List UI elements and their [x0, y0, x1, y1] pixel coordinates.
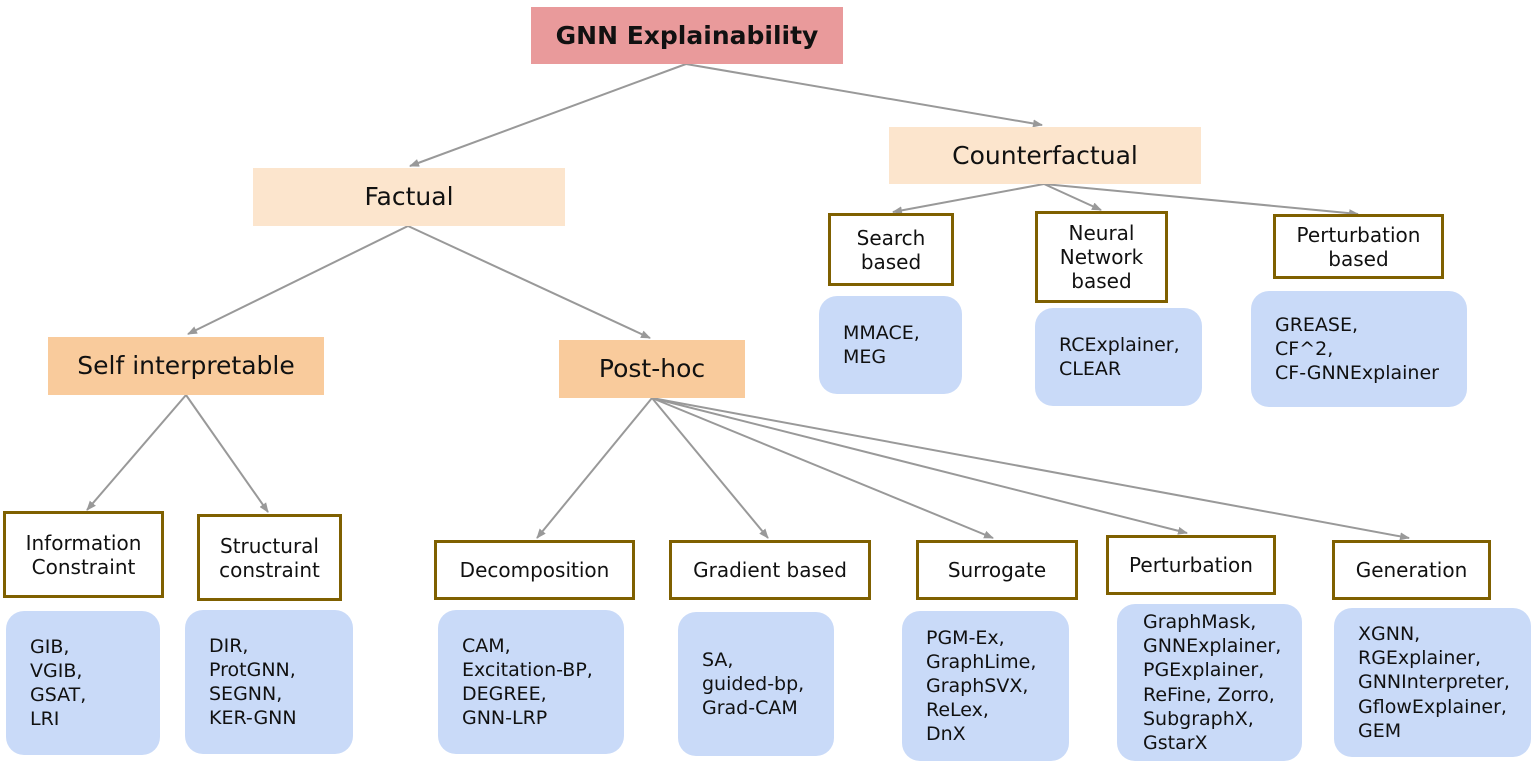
edge-posthoc-perturbation [651, 397, 1188, 535]
perturbation-methods: GraphMask, GNNExplainer, PGExplainer, Re… [1117, 604, 1302, 761]
counterfactual-node: Counterfactual [889, 127, 1201, 184]
post-hoc-node: Post-hoc [559, 340, 745, 398]
structural-constraint-methods: DIR, ProtGNN, SEGNN, KER-GNN [185, 610, 353, 754]
edge-self-information [86, 394, 187, 511]
gradient-based-category: Gradient based [669, 540, 871, 600]
structural-constraint-category: Structural constraint [197, 514, 342, 601]
edge-counterfactual-neural [1043, 183, 1102, 211]
edge-factual-posthoc [407, 225, 651, 339]
information-constraint-methods: GIB, VGIB, GSAT, LRI [6, 611, 160, 755]
self-interpretable-node: Self interpretable [48, 337, 324, 395]
decomposition-category: Decomposition [434, 540, 635, 600]
surrogate-category: Surrogate [916, 540, 1078, 600]
edge-posthoc-surrogate [651, 397, 994, 539]
root-node: GNN Explainability [531, 7, 843, 64]
factual-node: Factual [253, 168, 565, 226]
gradient-based-methods: SA, guided-bp, Grad-CAM [678, 612, 834, 756]
edge-factual-self [187, 225, 409, 335]
surrogate-methods: PGM-Ex, GraphLime, GraphSVX, ReLex, DnX [902, 611, 1069, 761]
edge-posthoc-generation [651, 397, 1410, 541]
perturbation-category: Perturbation [1106, 535, 1276, 595]
edge-root-counterfactual [685, 63, 1043, 128]
generation-methods: XGNN, RGExplainer, GNNInterpreter, Gflow… [1334, 608, 1531, 757]
edge-counterfactual-search [892, 183, 1045, 215]
neural-network-based-methods: RCExplainer, CLEAR [1035, 308, 1202, 406]
information-constraint-category: Information Constraint [3, 511, 164, 598]
edge-self-structural [185, 394, 269, 513]
edge-root-factual [409, 63, 687, 167]
decomposition-methods: CAM, Excitation-BP, DEGREE, GNN-LRP [438, 610, 624, 754]
perturbation-based-category: Perturbation based [1273, 214, 1444, 279]
edge-counterfactual-perturbation [1043, 183, 1359, 218]
search-based-category: Search based [828, 213, 954, 286]
edge-posthoc-decomposition [536, 397, 653, 539]
perturbation-based-methods: GREASE, CF^2, CF-GNNExplainer [1251, 291, 1467, 407]
neural-network-based-category: Neural Network based [1035, 211, 1168, 303]
generation-category: Generation [1332, 540, 1491, 600]
edge-posthoc-gradient [651, 397, 769, 539]
search-based-methods: MMACE, MEG [819, 296, 962, 394]
